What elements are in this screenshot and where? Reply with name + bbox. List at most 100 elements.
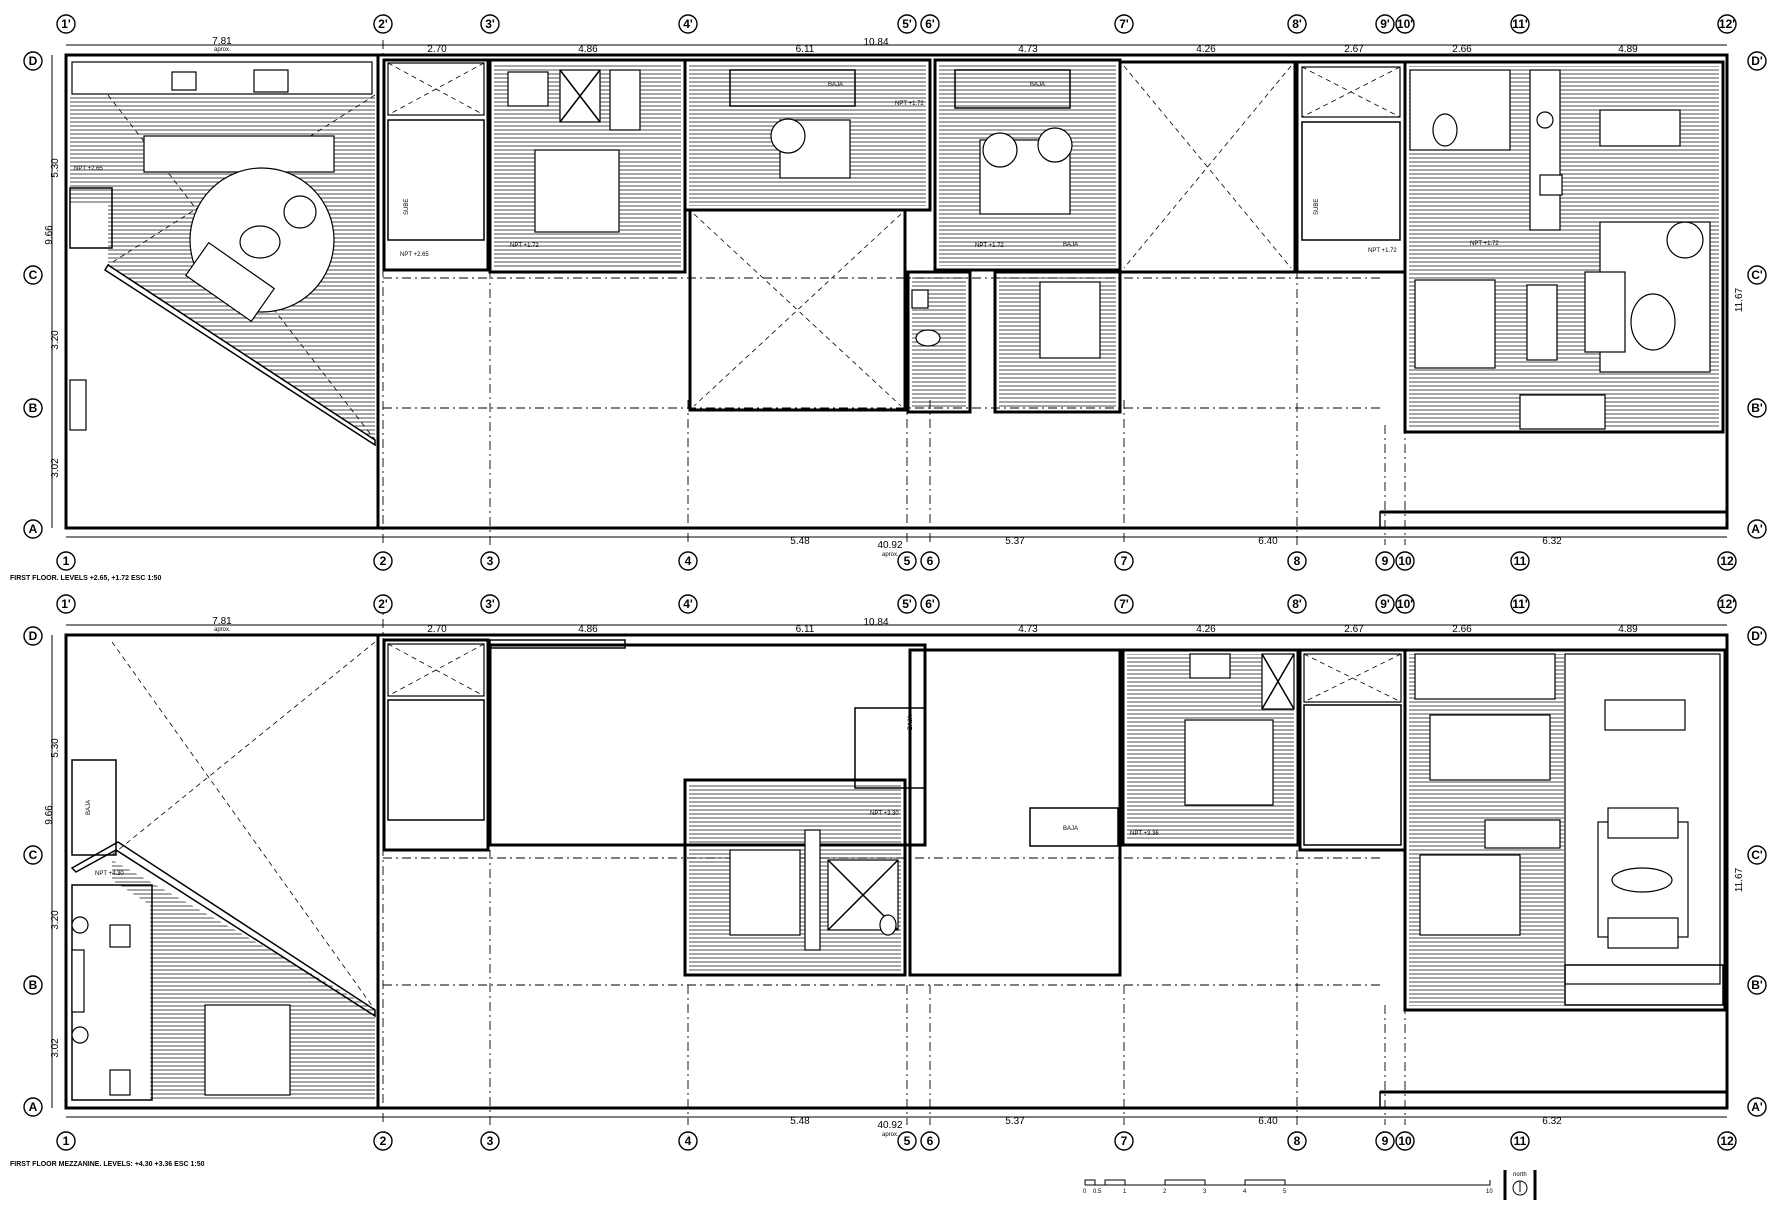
grid-bubble-label: 2 bbox=[380, 1134, 387, 1148]
grid-bubble-top: 8' bbox=[1287, 14, 1307, 34]
scale-tick: 1 bbox=[1123, 1189, 1127, 1195]
level-label: NPT +4.30 bbox=[95, 871, 124, 877]
grid-bubble-label: 7 bbox=[1121, 1134, 1128, 1148]
scale-tick: 2 bbox=[1163, 1189, 1167, 1195]
dim-label: 6.32 bbox=[1542, 1116, 1562, 1127]
grid-bubble-label: 3 bbox=[487, 554, 494, 568]
grid-bubble-bottom: 4 bbox=[678, 1131, 698, 1151]
grid-bubble-circle bbox=[373, 594, 393, 614]
dim-label: 5.30 bbox=[50, 158, 61, 178]
grid-bubble-label: 4 bbox=[685, 1134, 692, 1148]
grid-bubble-circle bbox=[23, 519, 43, 539]
grid-bubble-label: A bbox=[29, 1100, 38, 1114]
grid-bubble-row-right: D' bbox=[1747, 626, 1767, 646]
scale-bar: 0 0.5 1 2 3 4 5 10 bbox=[1083, 1179, 1493, 1195]
grid-bubble-circle bbox=[1510, 1131, 1530, 1151]
stair-label: BAJA bbox=[908, 715, 914, 730]
grid-bubbles-right: D'C'B'A' bbox=[1747, 626, 1767, 1117]
dim-label: 3.20 bbox=[50, 330, 61, 350]
grid-bubble-circle bbox=[480, 14, 500, 34]
dim-approx: aprox. bbox=[882, 1132, 899, 1138]
grid-bubble-row-right: A' bbox=[1747, 519, 1767, 539]
grid-bubble-label: A bbox=[29, 522, 38, 536]
grid-bubble-label: B' bbox=[1751, 401, 1763, 415]
grid-bubble-circle bbox=[56, 594, 76, 614]
stair-label: BAJA bbox=[86, 800, 92, 815]
grid-bubble-bottom: 12 bbox=[1717, 551, 1737, 571]
grid-bubble-label: 4 bbox=[685, 554, 692, 568]
grid-bubble-label: 5 bbox=[904, 1134, 911, 1148]
grid-bubble-label: B bbox=[29, 978, 38, 992]
dim-label: 4.26 bbox=[1196, 44, 1216, 55]
plan-title: FIRST FLOOR. LEVELS +2.65, +1.72 ESC 1:5… bbox=[10, 575, 161, 582]
grid-bubble-top: 4' bbox=[678, 14, 698, 34]
grid-bubble-top: 8' bbox=[1287, 594, 1307, 614]
level-label: NPT +1.72 bbox=[975, 243, 1004, 249]
grid-bubble-top: 11' bbox=[1510, 594, 1530, 614]
grid-bubble-top: 1' bbox=[56, 594, 76, 614]
grid-bubble-bottom: 11 bbox=[1510, 1131, 1530, 1151]
grid-bubble-label: 4' bbox=[683, 17, 693, 31]
grid-bubble-bottom: 9 bbox=[1375, 1131, 1395, 1151]
scale-tick: 0.5 bbox=[1093, 1189, 1102, 1195]
grid-bubble-circle bbox=[1114, 594, 1134, 614]
grid-bubble-top: 9' bbox=[1375, 594, 1395, 614]
grid-bubble-circle bbox=[1114, 551, 1134, 571]
grid-bubble-label: 7' bbox=[1119, 17, 1129, 31]
grid-bubble-circle bbox=[23, 845, 43, 865]
grid-bubble-label: A' bbox=[1751, 522, 1763, 536]
dim-label: 7.81 bbox=[212, 616, 232, 627]
grid-bubble-bottom: 7 bbox=[1114, 551, 1134, 571]
grid-bubble-label: 12 bbox=[1720, 554, 1734, 568]
grid-bubble-bottom: 9 bbox=[1375, 551, 1395, 571]
grid-bubble-circle bbox=[1717, 14, 1737, 34]
stair-label: SUBE bbox=[1314, 199, 1320, 215]
scale-tick: 10 bbox=[1486, 1189, 1493, 1195]
grid-bubble-bottom: 1 bbox=[56, 1131, 76, 1151]
dim-label: 6.40 bbox=[1258, 1116, 1278, 1127]
dim-label: 11.67 bbox=[1734, 287, 1745, 312]
grid-bubble-label: 12 bbox=[1720, 1134, 1734, 1148]
grid-bubble-label: 3 bbox=[487, 1134, 494, 1148]
dim-label: 2.67 bbox=[1344, 624, 1364, 635]
grid-bubble-bottom: 12 bbox=[1717, 1131, 1737, 1151]
dim-label: 10.84 bbox=[863, 37, 888, 48]
grid-bubble-label: 8' bbox=[1292, 17, 1302, 31]
grid-bubble-bottom: 1 bbox=[56, 551, 76, 571]
grid-bubble-label: 9 bbox=[1382, 554, 1389, 568]
grid-bubble-circle bbox=[1375, 594, 1395, 614]
grid-bubble-row: A bbox=[23, 1097, 43, 1117]
dim-label: 2.70 bbox=[427, 44, 447, 55]
grid-bubble-label: 2 bbox=[380, 554, 387, 568]
grid-bubble-bottom: 8 bbox=[1287, 1131, 1307, 1151]
grid-bubble-label: D' bbox=[1751, 629, 1763, 643]
grid-bubble-label: D bbox=[29, 629, 38, 643]
grid-bubble-label: 7' bbox=[1119, 597, 1129, 611]
grid-bubble-circle bbox=[920, 1131, 940, 1151]
stair-labels: BAJA BAJA BAJA bbox=[86, 715, 1078, 832]
level-label: NPT +1.72 bbox=[1368, 248, 1397, 254]
north-arrow-icon: north bbox=[1503, 1170, 1537, 1200]
dim-label: 4.73 bbox=[1018, 624, 1038, 635]
structural-grid bbox=[382, 40, 1406, 545]
grid-bubble-circle bbox=[897, 594, 917, 614]
grid-bubble-top: 2' bbox=[373, 14, 393, 34]
level-label: NPT +3.30 bbox=[870, 811, 899, 817]
grid-bubble-circle bbox=[373, 1131, 393, 1151]
top-dimensions: 7.81 aprox. 2.70 4.86 6.11 10.84 4.73 4.… bbox=[212, 36, 1638, 55]
dim-label: 4.89 bbox=[1618, 624, 1638, 635]
grid-bubble-label: 1 bbox=[63, 1134, 70, 1148]
grid-bubble-row-right: C' bbox=[1747, 265, 1767, 285]
stair-labels: SUBE BAJA BAJA SUBE BAJA bbox=[404, 82, 1320, 248]
grid-bubble-label: 6' bbox=[925, 597, 935, 611]
dim-label: 4.26 bbox=[1196, 624, 1216, 635]
grid-bubble-label: 10 bbox=[1398, 554, 1412, 568]
grid-bubble-bottom: 8 bbox=[1287, 551, 1307, 571]
grid-bubble-label: 9' bbox=[1380, 597, 1390, 611]
grid-bubble-circle bbox=[23, 975, 43, 995]
stair-label: BAJA bbox=[1030, 82, 1045, 88]
grid-bubble-bottom: 3 bbox=[480, 1131, 500, 1151]
grid-bubble-top: 12' bbox=[1717, 594, 1737, 614]
grid-bubble-circle bbox=[1510, 594, 1530, 614]
